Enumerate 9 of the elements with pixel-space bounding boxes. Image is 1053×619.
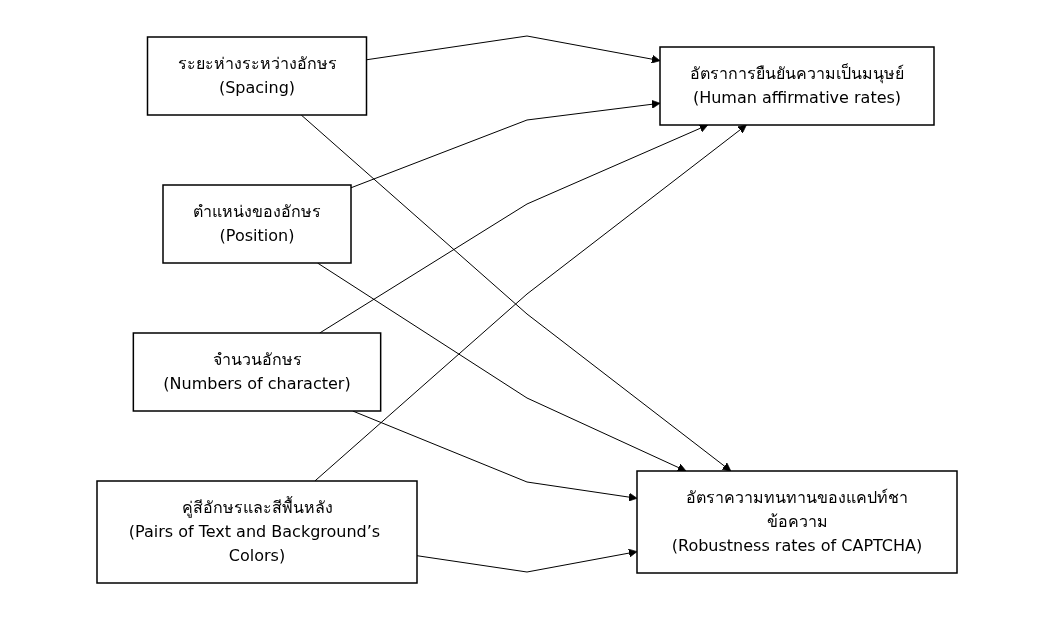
node-box: ตำแหน่งของอักษร (Position) [161,184,352,264]
arrow [350,99,660,189]
node-box: จำนวนอักษร (Numbers of character) [132,332,381,412]
arrow [318,124,708,334]
node-box: อัตราการยืนยันความเป็นมนุษย์ (Human affirmative rates) [658,46,935,126]
node-box: ระยะห่างระหว่างอักษร (Spacing) [146,36,367,116]
arrow [416,548,637,573]
node-box: อัตราความทนทานของแคปท์ชาข้อความ (Robustness rates of CAPTCHA) [635,470,958,574]
node-box: คู่สีอักษรและสีพื้นหลัง (Pairs of Text and Background’s Colors) [95,480,418,584]
